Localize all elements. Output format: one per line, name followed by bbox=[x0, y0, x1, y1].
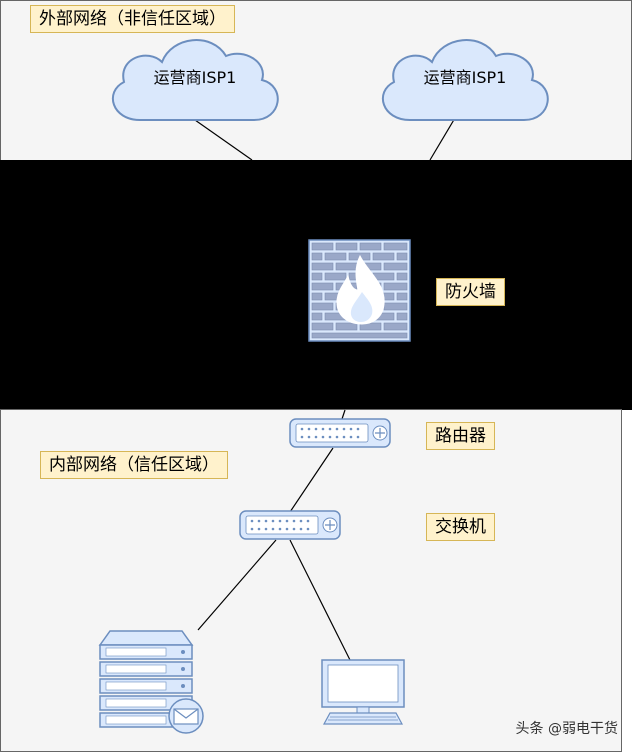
isp2-label: 运营商ISP1 bbox=[424, 68, 507, 87]
flame-icon bbox=[336, 254, 385, 325]
link-isp1-firewall bbox=[194, 119, 253, 161]
internal-network-label: 内部网络（信任区域） bbox=[40, 451, 228, 479]
cloud-icon: 运营商ISP1 bbox=[112, 39, 279, 121]
link-firewall-router bbox=[341, 409, 346, 420]
router-label: 路由器 bbox=[426, 422, 495, 450]
link-switch-server bbox=[197, 539, 277, 631]
link-switch-workstation bbox=[289, 539, 351, 661]
router-icon bbox=[289, 418, 391, 448]
external-network-label: 外部网络（非信任区域） bbox=[30, 5, 235, 33]
watermark: 头条 @弱电干货 bbox=[515, 721, 618, 737]
mail-envelope-icon bbox=[168, 698, 204, 734]
monitor-icon bbox=[321, 659, 405, 725]
switch-icon bbox=[239, 510, 341, 540]
mail-server-icon bbox=[98, 630, 204, 734]
link-router-switch bbox=[289, 447, 334, 513]
firewall-label: 防火墙 bbox=[436, 278, 505, 306]
firewall-icon bbox=[308, 239, 411, 342]
connectors bbox=[194, 117, 456, 661]
cloud-icon: 运营商ISP1 bbox=[382, 39, 549, 121]
isp1-label: 运营商ISP1 bbox=[154, 68, 237, 87]
switch-label: 交换机 bbox=[426, 513, 495, 541]
link-isp2-firewall bbox=[429, 117, 456, 161]
